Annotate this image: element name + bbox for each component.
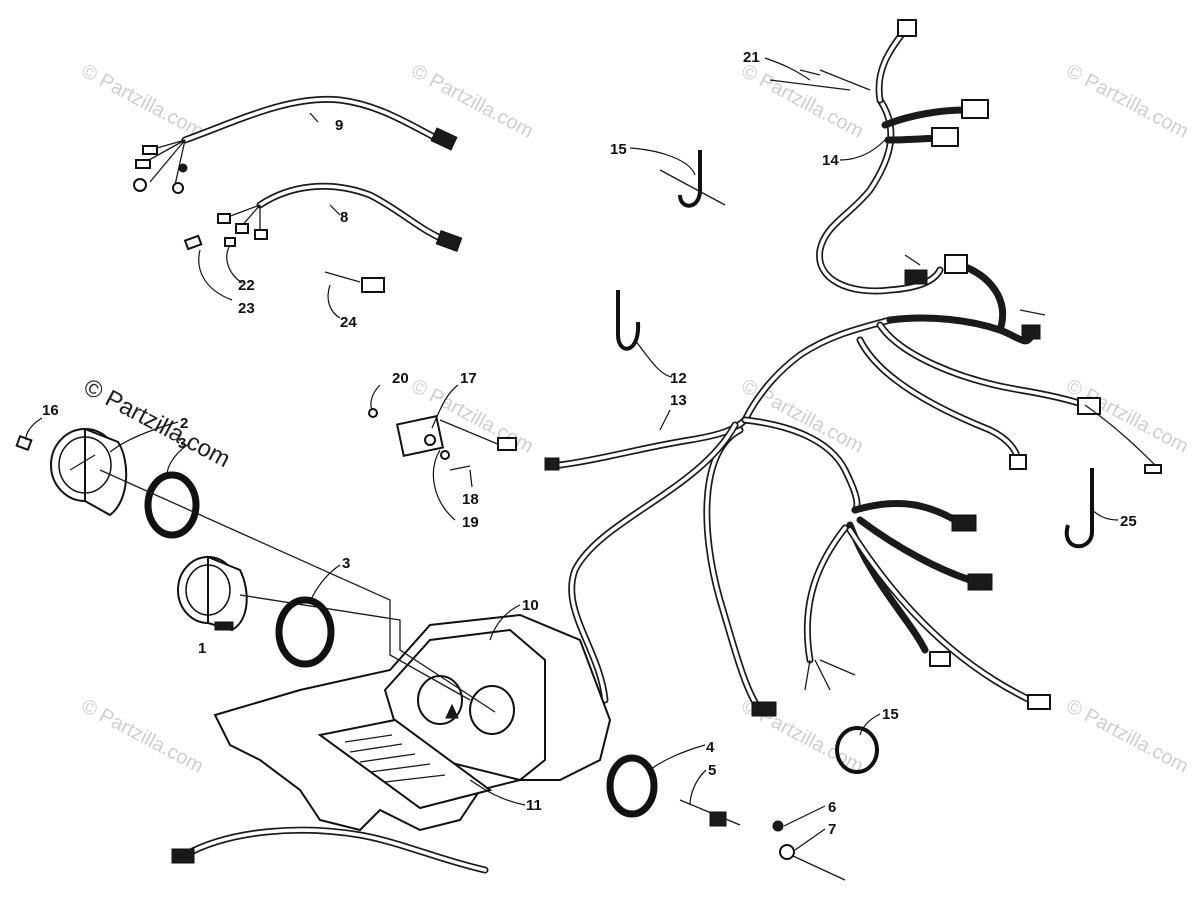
harness-9 (133, 95, 458, 194)
callout-label: 15 (610, 141, 627, 158)
bezel-3-upper (144, 471, 200, 539)
callout-label: 7 (828, 821, 836, 838)
gauge-1 (177, 555, 248, 632)
callout-label: 4 (706, 739, 715, 756)
leader-lines (25, 57, 1119, 851)
callout-label: 13 (670, 392, 687, 409)
callout-label: 8 (340, 209, 348, 226)
callouts: 1 2 3 3 4 5 6 7 8 9 10 11 12 13 14 15 15… (42, 49, 1137, 838)
callout-label: 9 (335, 117, 343, 134)
callout-label: 3 (342, 555, 350, 572)
ring-4 (606, 754, 658, 818)
watermark: © Partzilla.com (738, 60, 867, 143)
callout-label: 17 (460, 370, 477, 387)
watermark: © Partzilla.com (1063, 60, 1192, 143)
watermark: © Partzilla.com (78, 60, 207, 143)
part-15-clip-top (659, 150, 726, 208)
callout-label: 18 (462, 491, 479, 508)
watermark: © Partzilla.com (1063, 695, 1192, 778)
callout-label: 25 (1120, 513, 1137, 530)
callout-label: 24 (340, 314, 357, 331)
part-15-ring (835, 726, 879, 774)
callout-label: 23 (238, 300, 255, 317)
callout-label: 14 (822, 152, 839, 169)
watermark: © Partzilla.com (738, 375, 867, 458)
parts-5-6-7 (679, 799, 846, 881)
harness-8 (183, 182, 463, 252)
callout-label: 1 (198, 640, 206, 657)
callout-label: 19 (462, 514, 479, 531)
gauge-2 (50, 427, 128, 517)
callout-label: 22 (238, 277, 255, 294)
callout-label: 21 (743, 49, 760, 66)
callout-label: 2 (180, 415, 188, 432)
callout-label: 10 (522, 597, 539, 614)
callout-label: 12 (670, 370, 687, 387)
watermark: © Partzilla.com (1063, 375, 1192, 458)
main-harness (439, 19, 1162, 717)
part-16-bulb (15, 434, 33, 452)
callout-label: 15 (882, 706, 899, 723)
callout-label: 20 (392, 370, 409, 387)
callout-label: 6 (828, 799, 836, 816)
callout-label: 11 (526, 797, 542, 814)
bezel-3-lower (275, 596, 335, 668)
bottom-lead (171, 826, 489, 874)
bracket-17 (368, 408, 471, 471)
watermarks: © Partzilla.com © Partzilla.com © Partzi… (78, 60, 1192, 778)
callout-label: 5 (708, 762, 716, 779)
callout-label: 3 (178, 435, 186, 452)
part-24-connector (324, 271, 385, 293)
part-12-clip (616, 290, 641, 351)
watermark: © Partzilla.com (78, 695, 207, 778)
callout-label: 16 (42, 402, 59, 419)
dash-pod-10 (213, 613, 612, 832)
part-25-clip (1064, 468, 1094, 549)
